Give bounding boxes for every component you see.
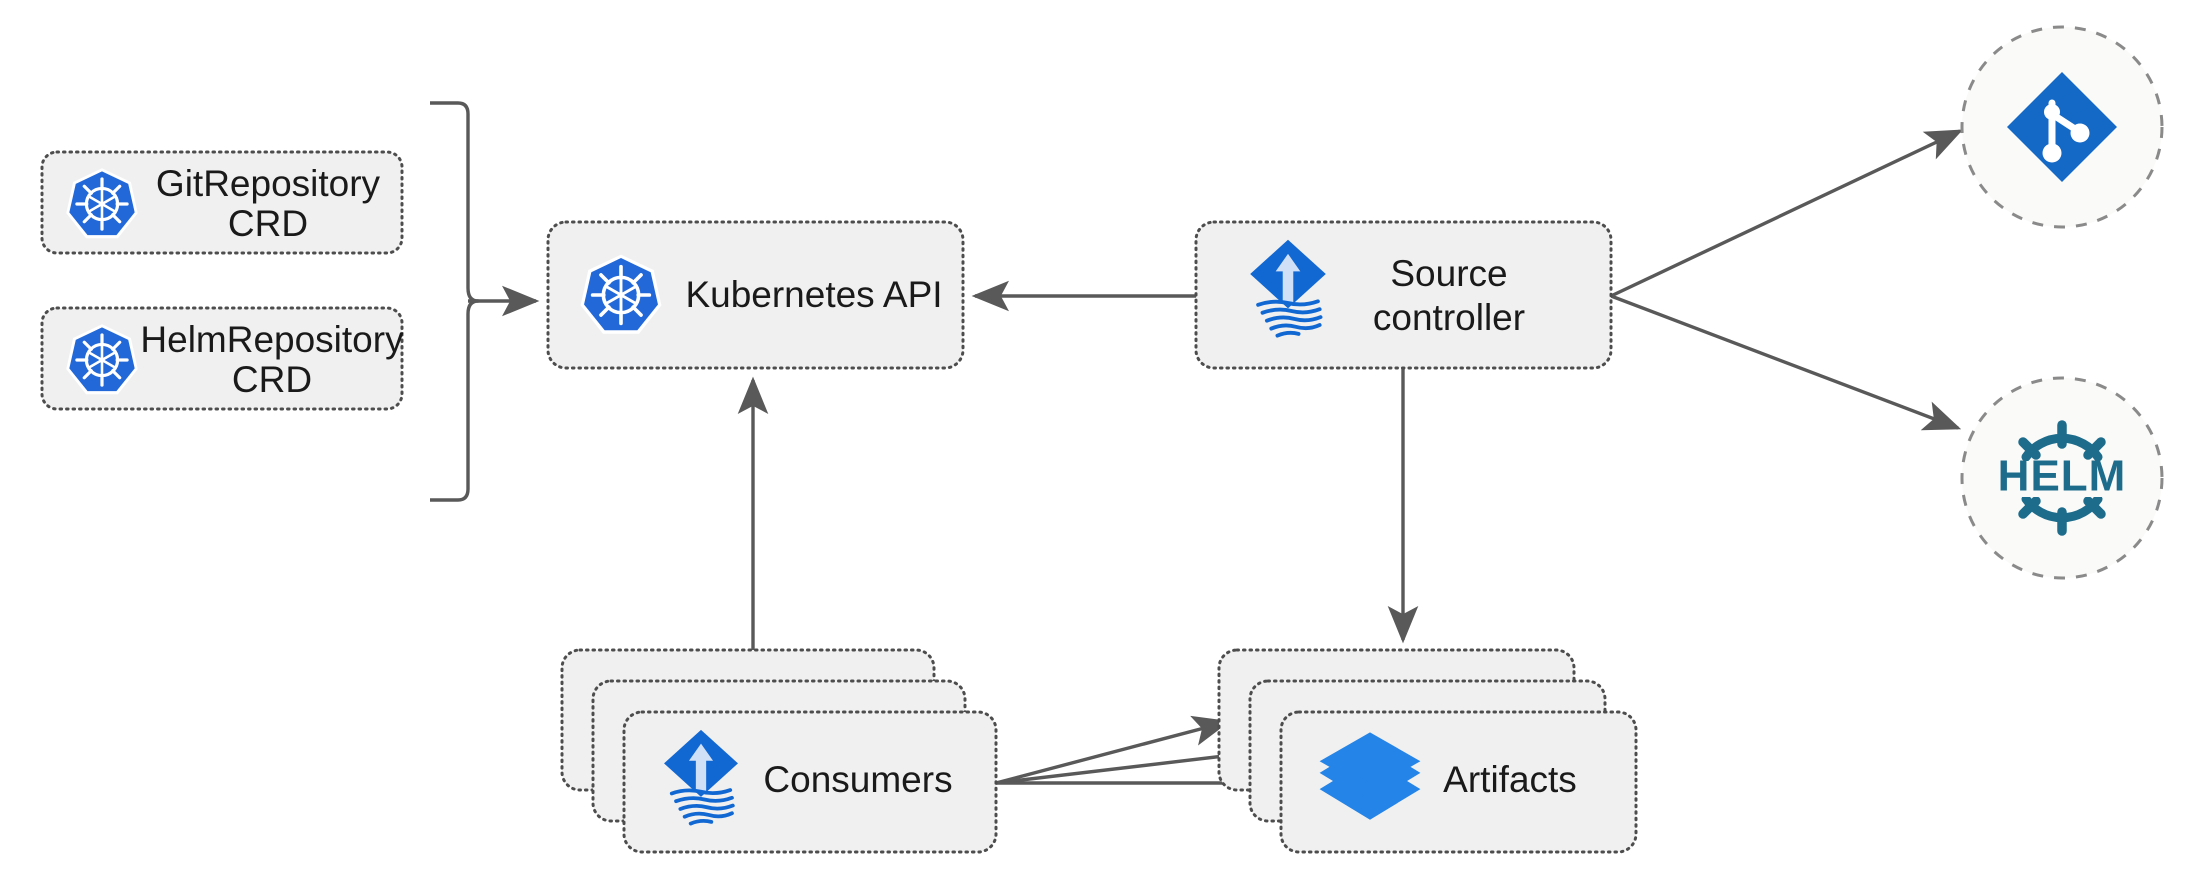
node-label-line1: GitRepository	[156, 163, 381, 204]
node-label-line2: controller	[1373, 297, 1525, 338]
node-helmrepository-crd[interactable]: HelmRepository CRD	[40, 306, 404, 411]
node-label-line1: Source	[1390, 253, 1507, 294]
node-label-line1: HelmRepository	[140, 319, 404, 360]
node-consumers[interactable]: Consumers	[560, 648, 998, 854]
node-box	[546, 220, 965, 370]
edge-consumers-to-artifacts-1	[995, 715, 1231, 785]
helm-word-backing	[2007, 461, 2117, 497]
node-kubernetes-api[interactable]: Kubernetes API	[546, 220, 965, 370]
node-gitrepository-crd[interactable]: GitRepository CRD	[40, 150, 404, 255]
node-label-line1: Artifacts	[1443, 759, 1577, 800]
node-label-line1: Consumers	[763, 759, 952, 800]
node-artifacts[interactable]: Artifacts	[1217, 648, 1638, 854]
circle-git-source[interactable]	[1960, 25, 2164, 229]
edge-crds-to-kubernetes-api	[430, 101, 540, 502]
edge-source-controller-to-git	[1610, 129, 1964, 298]
edge-consumers-to-artifacts-2	[995, 740, 1262, 785]
node-box	[40, 150, 404, 255]
edge-source-controller-to-helm	[1610, 294, 1962, 431]
circle-helm-source[interactable]: HELM	[1960, 376, 2164, 580]
helm-wordmark: HELM	[1998, 452, 2127, 501]
node-source-controller[interactable]: Source controller	[1194, 220, 1613, 370]
node-label-line2: CRD	[232, 359, 312, 400]
node-label-line2: CRD	[228, 203, 308, 244]
node-label-line1: Kubernetes API	[685, 274, 942, 315]
node-box	[1194, 220, 1613, 370]
node-box	[40, 306, 404, 411]
